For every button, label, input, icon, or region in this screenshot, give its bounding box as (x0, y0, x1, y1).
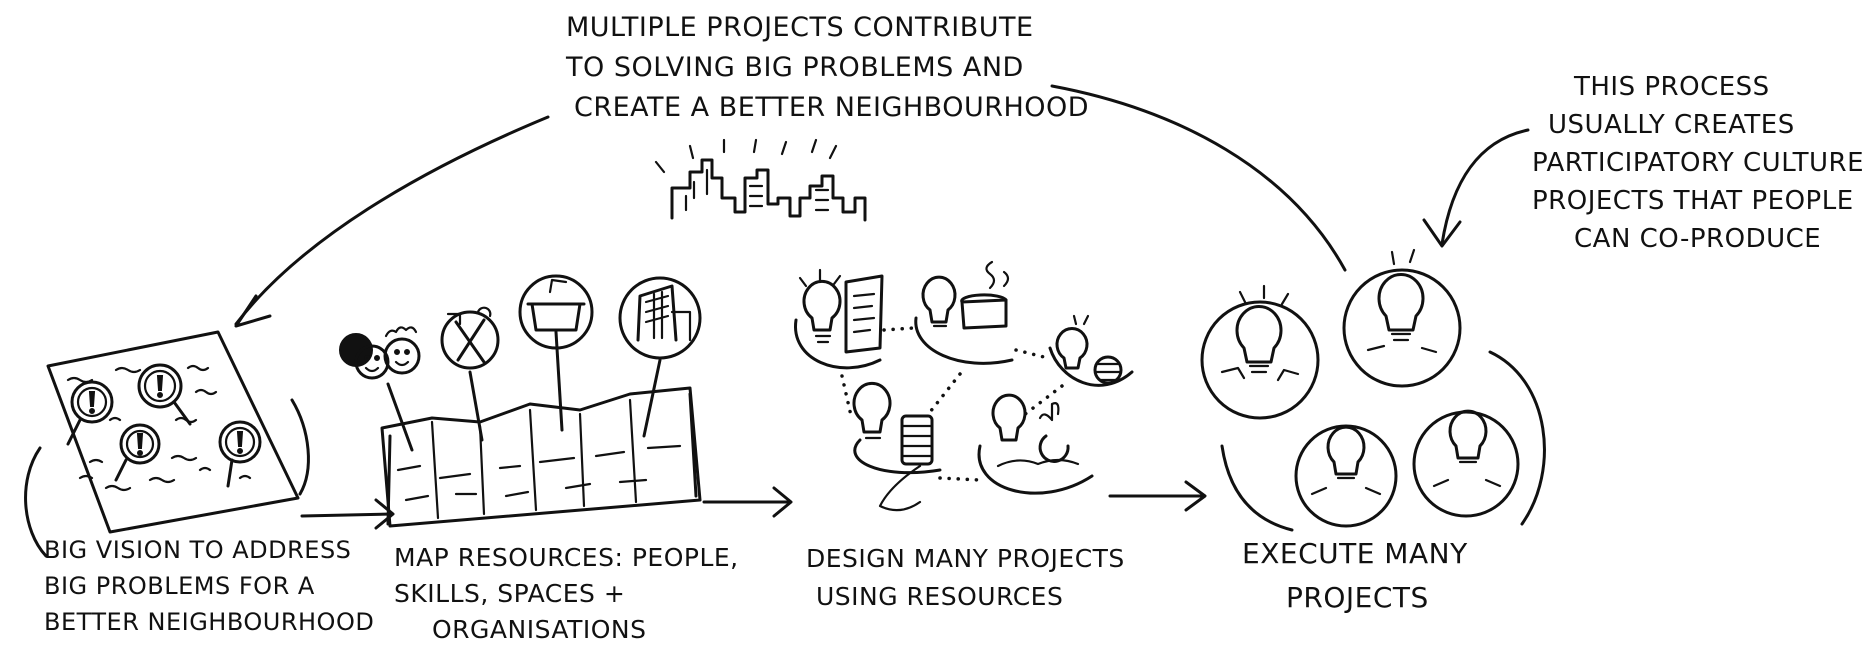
tools-pin-icon (440, 306, 500, 370)
lightbulb-icon (991, 393, 1080, 468)
step-1-line: BIG PROBLEMS FOR A (44, 572, 315, 600)
city-skyline-icon (654, 138, 867, 222)
step-3-label: DESIGN MANY PROJECTS USING RESOURCES (806, 540, 1125, 616)
lightbulb-icon (798, 268, 884, 354)
top-note: MULTIPLE PROJECTS CONTRIBUTE TO SOLVING … (566, 8, 1089, 128)
step-4-line: PROJECTS (1286, 581, 1429, 614)
side-note-line: CAN CO-PRODUCE (1574, 224, 1822, 254)
resource-map-icon (339, 274, 702, 528)
lightbulb-icon (921, 260, 1010, 330)
step-3-line: USING RESOURCES (816, 582, 1064, 611)
side-note: THIS PROCESS USUALLY CREATES PARTICIPATO… (1532, 68, 1864, 258)
step-4-line: EXECUTE MANY (1242, 537, 1468, 570)
pot-pin-icon (518, 274, 594, 350)
feedback-arrows (234, 84, 1530, 530)
step-3-line: DESIGN MANY PROJECTS (806, 544, 1125, 573)
step-1-line: BIG VISION TO ADDRESS (44, 536, 352, 564)
networked-ideas-icon (794, 260, 1134, 512)
lightbulb-icon (1055, 314, 1123, 385)
building-pin-icon (618, 276, 702, 360)
lightbulb-icon (852, 381, 934, 512)
map-with-problem-pins-icon (24, 330, 310, 558)
side-note-line: THIS PROCESS (1574, 72, 1770, 102)
lightbulb-cluster-icon (1200, 248, 1546, 532)
step-2-label: MAP RESOURCES: PEOPLE, SKILLS, SPACES + … (394, 540, 739, 648)
people-pin-icon (339, 326, 421, 380)
step-1-line: BETTER NEIGHBOURHOOD (44, 608, 375, 636)
side-note-line: USUALLY CREATES (1548, 110, 1795, 140)
step-4-label: EXECUTE MANY PROJECTS (1242, 532, 1468, 620)
side-note-line: PARTICIPATORY CULTURE (1532, 148, 1865, 178)
top-note-line: CREATE A BETTER NEIGHBOURHOOD (574, 92, 1090, 123)
side-note-line: PROJECTS THAT PEOPLE (1532, 186, 1854, 216)
step-1-label: BIG VISION TO ADDRESS BIG PROBLEMS FOR A… (44, 532, 374, 640)
step-2-line: SKILLS, SPACES + (394, 579, 626, 608)
step-2-line: MAP RESOURCES: PEOPLE, (394, 543, 739, 572)
top-note-line: TO SOLVING BIG PROBLEMS AND (566, 52, 1024, 83)
step-2-line: ORGANISATIONS (432, 615, 647, 644)
top-note-line: MULTIPLE PROJECTS CONTRIBUTE (566, 12, 1034, 43)
